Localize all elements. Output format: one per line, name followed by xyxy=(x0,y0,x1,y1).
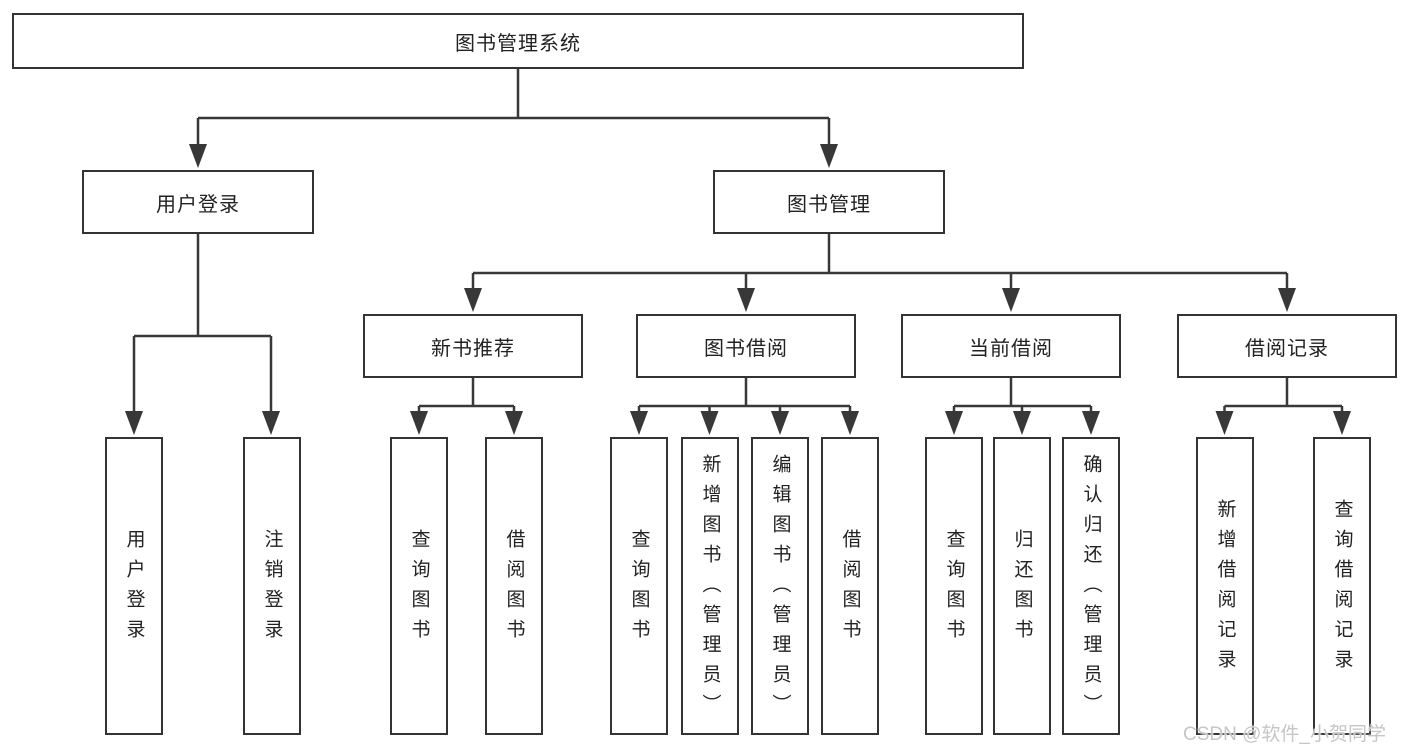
arrow-icon xyxy=(505,411,523,435)
arrow-icon xyxy=(189,144,207,168)
leaf-add-borrow-record: 新增借阅记录 xyxy=(1196,437,1254,735)
arrow-icon xyxy=(464,288,482,312)
node-book-borrow: 图书借阅 xyxy=(636,314,856,378)
arrow-icon xyxy=(820,144,838,168)
leaf-confirm-return-admin: 确认归还（管理员） xyxy=(1062,437,1120,735)
node-current-borrow: 当前借阅 xyxy=(901,314,1121,378)
arrow-icon xyxy=(700,411,719,435)
arrow-icon xyxy=(771,411,789,435)
node-borrow-records: 借阅记录 xyxy=(1177,314,1397,378)
arrow-icon xyxy=(1082,411,1100,435)
arrow-icon xyxy=(1013,411,1031,435)
node-library-management-system: 图书管理系统 xyxy=(12,13,1024,69)
arrow-icon xyxy=(841,411,859,435)
leaf-add-book-admin: 新增图书（管理员） xyxy=(681,437,739,735)
csdn-watermark: CSDN @软件_小贺同学 xyxy=(1183,724,1386,745)
arrow-icon xyxy=(737,288,755,312)
leaf-borrow-books-recommend: 借阅图书 xyxy=(485,437,543,735)
leaf-query-borrow-record: 查询借阅记录 xyxy=(1313,437,1371,735)
arrow-icon xyxy=(1002,288,1020,312)
arrow-icon xyxy=(262,411,280,435)
node-new-book-recommend: 新书推荐 xyxy=(363,314,583,378)
arrow-icon xyxy=(1215,411,1234,435)
node-book-management: 图书管理 xyxy=(713,170,945,234)
leaf-user-login: 用户登录 xyxy=(105,437,163,735)
arrowheads xyxy=(125,144,1351,435)
leaf-edit-book-admin: 编辑图书（管理员） xyxy=(751,437,809,735)
leaf-return-book: 归还图书 xyxy=(993,437,1051,735)
arrow-icon xyxy=(945,411,963,435)
leaf-query-books-borrow: 查询图书 xyxy=(610,437,668,735)
arrow-icon xyxy=(410,411,428,435)
arrow-icon xyxy=(125,411,143,435)
leaf-query-books-current: 查询图书 xyxy=(925,437,983,735)
leaf-logout: 注销登录 xyxy=(243,437,301,735)
leaf-query-books-recommend: 查询图书 xyxy=(390,437,448,735)
arrow-icon xyxy=(630,411,648,435)
node-user-login: 用户登录 xyxy=(82,170,314,234)
arrow-icon xyxy=(1333,411,1351,435)
leaf-borrow-books-borrow: 借阅图书 xyxy=(821,437,879,735)
arrow-icon xyxy=(1278,288,1296,312)
